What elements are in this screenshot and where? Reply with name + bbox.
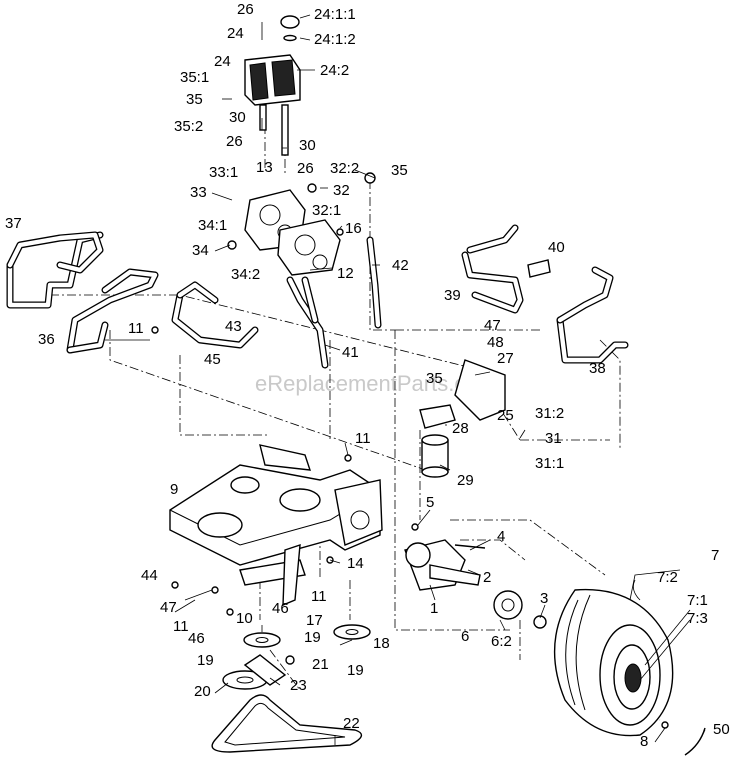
fuel-tank-icon bbox=[244, 15, 301, 156]
callout-32: 32 bbox=[333, 182, 350, 199]
part-callouts: 26 24:1:1 24 24:1:2 24 24:2 35:1 35 35:2… bbox=[5, 1, 730, 750]
callout-3: 3 bbox=[540, 590, 548, 607]
callout-48: 48 bbox=[487, 334, 504, 351]
callout-29: 29 bbox=[457, 472, 474, 489]
callout-2: 2 bbox=[483, 569, 491, 586]
callout-22: 22 bbox=[343, 715, 360, 732]
callout-35-2: 35:2 bbox=[174, 118, 203, 135]
assembly-lines bbox=[50, 125, 661, 721]
leader-lines bbox=[105, 14, 706, 745]
callout-33-1: 33:1 bbox=[209, 164, 238, 181]
callout-7-1: 7:1 bbox=[687, 592, 708, 609]
callout-35: 35 bbox=[426, 370, 443, 387]
oil-filter-icon bbox=[419, 359, 506, 478]
callout-6: 6 bbox=[461, 628, 469, 645]
callout-24: 24 bbox=[214, 53, 231, 70]
callout-44: 44 bbox=[141, 567, 158, 584]
pulley-icon bbox=[222, 624, 371, 690]
callout-32-2: 32:2 bbox=[330, 160, 359, 177]
callout-47: 47 bbox=[484, 317, 501, 334]
callout-1: 1 bbox=[430, 600, 438, 617]
drive-belt-icon bbox=[211, 694, 363, 753]
drive-tire-icon bbox=[553, 588, 674, 737]
callout-19: 19 bbox=[347, 662, 364, 679]
callout-46: 46 bbox=[272, 600, 289, 617]
callout-31: 31 bbox=[545, 430, 562, 447]
callout-19: 19 bbox=[304, 629, 321, 646]
callout-13: 13 bbox=[256, 159, 273, 176]
callout-39: 39 bbox=[444, 287, 461, 304]
callout-38: 38 bbox=[589, 360, 606, 377]
callout-11: 11 bbox=[311, 588, 327, 605]
callout-4: 4 bbox=[497, 528, 505, 545]
callout-45: 45 bbox=[204, 351, 221, 368]
callout-6-2: 6:2 bbox=[491, 633, 512, 650]
callout-31-1: 31:1 bbox=[535, 455, 564, 472]
engine-deck-frame-icon bbox=[169, 444, 383, 607]
callout-42: 42 bbox=[392, 257, 409, 274]
callout-31-2: 31:2 bbox=[535, 405, 564, 422]
callout-11: 11 bbox=[355, 430, 371, 447]
callout-25: 25 bbox=[497, 407, 514, 424]
callout-47: 47 bbox=[160, 599, 177, 616]
callout-17: 17 bbox=[306, 612, 323, 629]
callout-11: 11 bbox=[128, 320, 144, 337]
callout-18: 18 bbox=[373, 635, 390, 652]
callout-24-1-1: 24:1:1 bbox=[314, 6, 356, 23]
callout-16: 16 bbox=[345, 220, 362, 237]
callout-34-1: 34:1 bbox=[198, 217, 227, 234]
callout-34-2: 34:2 bbox=[231, 266, 260, 283]
wheel-motor-icon bbox=[404, 539, 547, 629]
callout-30: 30 bbox=[229, 109, 246, 126]
callout-5: 5 bbox=[426, 494, 434, 511]
callout-35: 35 bbox=[391, 162, 408, 179]
callout-10: 10 bbox=[236, 610, 253, 627]
callout-23: 23 bbox=[290, 677, 307, 694]
callout-36: 36 bbox=[38, 331, 55, 348]
callout-7: 7 bbox=[711, 547, 719, 564]
callout-35: 35 bbox=[186, 91, 203, 108]
callout-33: 33 bbox=[190, 184, 207, 201]
callout-11: 11 bbox=[173, 618, 189, 635]
callout-21: 21 bbox=[312, 656, 329, 673]
callout-50: 50 bbox=[713, 721, 730, 738]
callout-37: 37 bbox=[5, 215, 22, 232]
callout-43: 43 bbox=[225, 318, 242, 335]
callout-24-1-2: 24:1:2 bbox=[314, 31, 356, 48]
callout-32-1: 32:1 bbox=[312, 202, 341, 219]
callout-7-3: 7:3 bbox=[687, 610, 708, 627]
hydraulic-pump-icon bbox=[227, 172, 376, 276]
small-fasteners bbox=[151, 259, 706, 756]
callout-8: 8 bbox=[640, 733, 648, 750]
callout-12: 12 bbox=[337, 265, 354, 282]
callout-46: 46 bbox=[188, 630, 205, 647]
callout-24-2: 24:2 bbox=[320, 62, 349, 79]
callout-14: 14 bbox=[347, 555, 364, 572]
callout-41: 41 bbox=[342, 344, 359, 361]
callout-26: 26 bbox=[297, 160, 314, 177]
callout-9: 9 bbox=[170, 481, 178, 498]
callout-19: 19 bbox=[197, 652, 214, 669]
callout-40: 40 bbox=[548, 239, 565, 256]
callout-7-2: 7:2 bbox=[657, 569, 678, 586]
callout-20: 20 bbox=[194, 683, 211, 700]
hydraulic-hose-icon bbox=[6, 224, 629, 369]
callout-27: 27 bbox=[497, 350, 514, 367]
callout-28: 28 bbox=[452, 420, 469, 437]
callout-34: 34 bbox=[192, 242, 209, 259]
callout-26: 26 bbox=[237, 1, 254, 18]
callout-26: 26 bbox=[226, 133, 243, 150]
callout-35-1: 35:1 bbox=[180, 69, 209, 86]
callout-30: 30 bbox=[299, 137, 316, 154]
callout-24: 24 bbox=[227, 25, 244, 42]
